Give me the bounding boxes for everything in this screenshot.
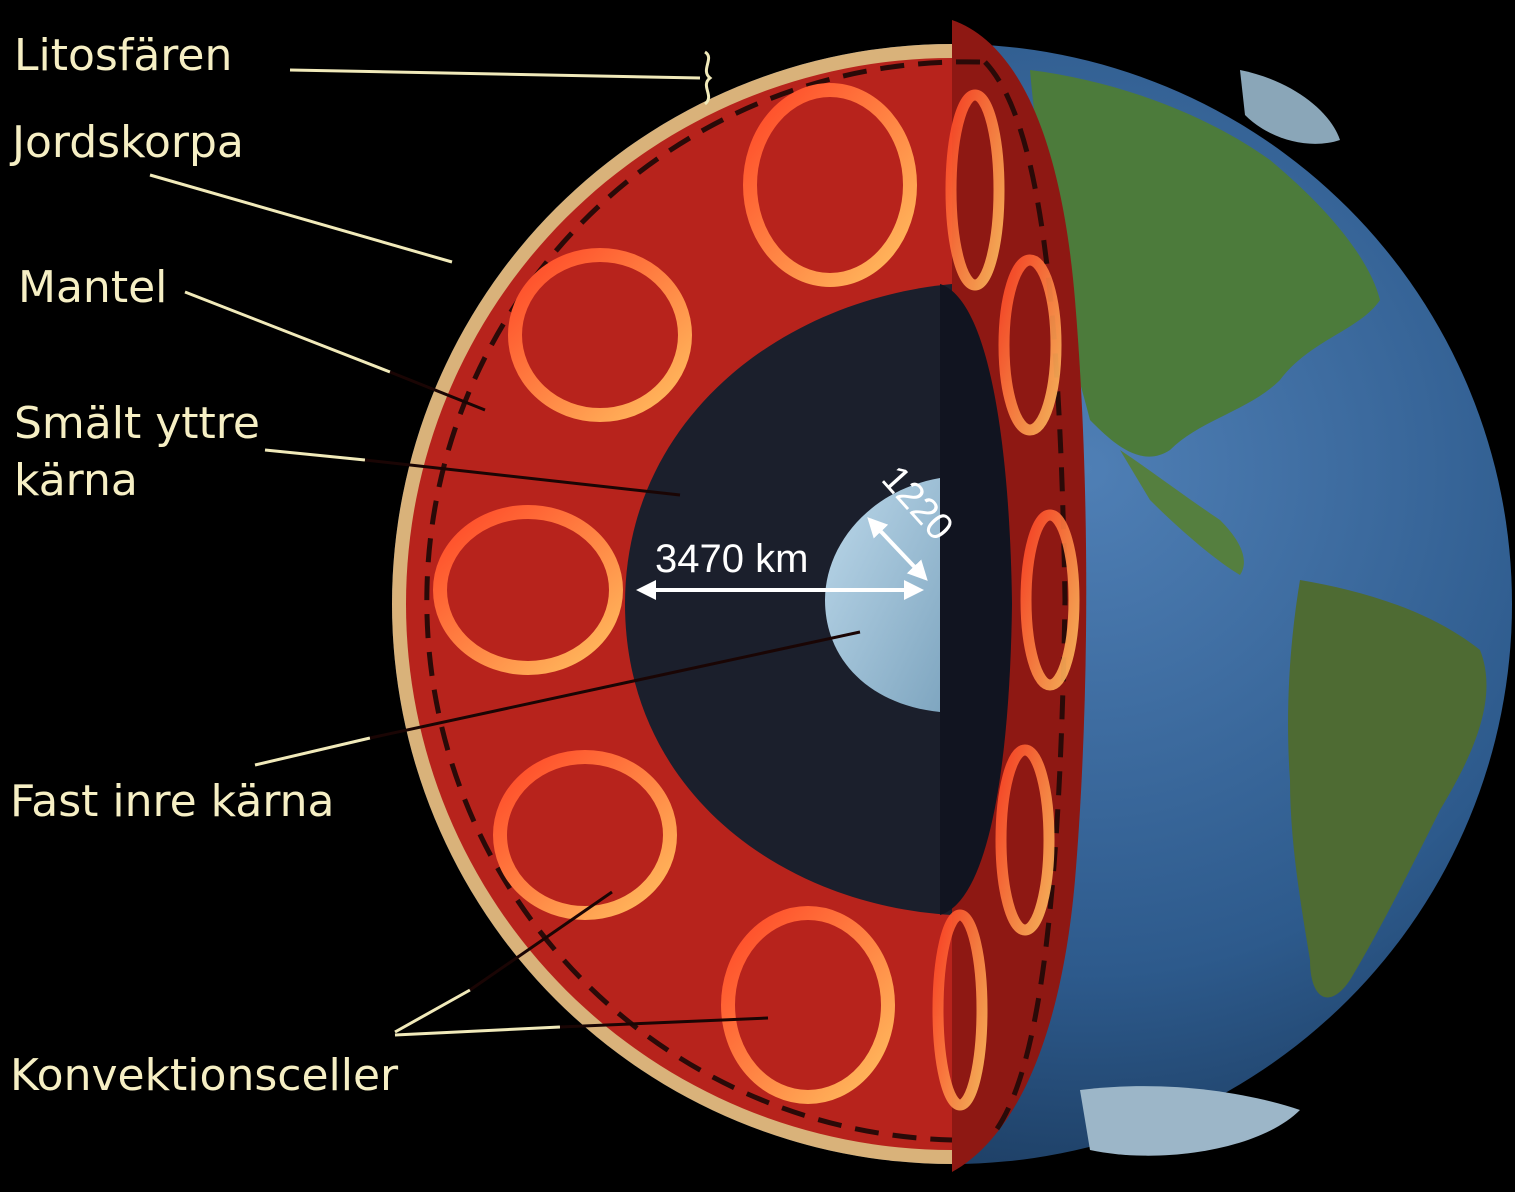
label-outer-core-line1: Smält yttre <box>14 398 260 449</box>
outer-core-radius-label: 3470 km <box>655 537 808 581</box>
convection-cell <box>721 906 895 1104</box>
continents <box>1030 70 1487 1156</box>
greenland <box>1240 70 1340 144</box>
leader-lines <box>149 50 861 1037</box>
lithosphere-brace <box>703 50 713 106</box>
label-inner-core: Fast inre kärna <box>10 776 335 827</box>
convection-cells <box>433 83 917 1104</box>
outer-core-leader <box>264 448 366 462</box>
inner-core-leader-inner <box>369 630 861 740</box>
convection-cell <box>998 254 1062 436</box>
mantle-leader-inner <box>389 370 486 412</box>
convection-cell <box>1020 509 1080 691</box>
inner-core-leader <box>254 736 371 767</box>
convection-cell <box>932 909 988 1111</box>
lithosphere-boundary-back <box>983 60 1068 1140</box>
convection-cell <box>743 83 917 287</box>
convection-leader-lower <box>394 1025 561 1037</box>
label-convection-cells: Konvektionsceller <box>10 1050 399 1101</box>
convection-cell <box>493 750 677 920</box>
outer-core-back-wall <box>940 284 1012 915</box>
crust-leader <box>149 173 453 264</box>
outer-core-leader-inner <box>364 458 681 497</box>
convection-cell <box>433 505 623 675</box>
convection-leader-upper <box>394 988 471 1034</box>
convection-cells-back <box>932 89 1080 1111</box>
layer-labels: Litosfären Jordskorpa Mantel Smält yttre… <box>9 30 399 1101</box>
convection-leader-upper-inner <box>469 890 613 992</box>
convection-cell <box>945 89 1005 291</box>
convection-leader-lower-inner <box>559 1016 769 1029</box>
north-america <box>1030 70 1380 457</box>
label-crust: Jordskorpa <box>9 117 244 168</box>
label-mantle: Mantel <box>18 262 167 313</box>
mantle-leader <box>184 290 391 374</box>
lithosphere-leader <box>289 68 701 80</box>
lithosphere-boundary <box>424 59 981 1143</box>
central-america <box>1120 450 1244 575</box>
convection-cell <box>995 744 1055 936</box>
antarctic-ice <box>1080 1086 1300 1156</box>
inner-core-radius-arrow <box>867 517 928 581</box>
convection-cell <box>508 248 692 422</box>
south-america <box>1288 580 1487 998</box>
label-outer-core-line2: kärna <box>14 455 138 506</box>
label-lithosphere: Litosfären <box>14 30 232 81</box>
